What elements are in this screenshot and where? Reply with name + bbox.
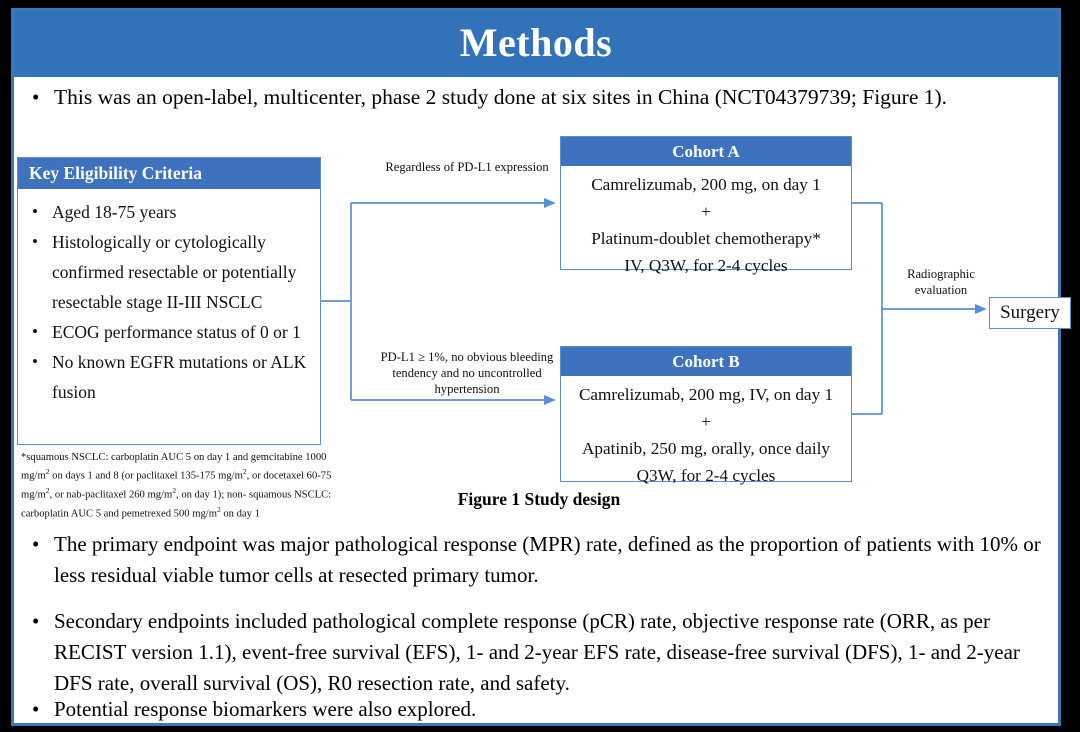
intro-bullet-text: This was an open-label, multicenter, pha… (54, 85, 948, 109)
footnote-sup: 2 (172, 485, 177, 495)
footnote-sup: 2 (45, 485, 50, 495)
arrow-label-bottom: PD-L1 ≥ 1%, no obvious bleeding tendency… (380, 350, 554, 396)
cohort-b-line2: Apatinib, 250 mg, orally, once daily (581, 439, 831, 458)
intro-bullet-row: • This was an open-label, multicenter, p… (32, 82, 1042, 113)
cohort-a-line2: Platinum-doublet chemotherapy* (591, 229, 821, 248)
slide-frame: Methods • This was an open-label, multic… (11, 8, 1071, 726)
footnote-sup: 2 (45, 467, 50, 477)
bullet-icon: • (32, 697, 40, 721)
endpoint-bullet-row: • The primary endpoint was major patholo… (32, 529, 1052, 591)
arrow-label-right: Radiographic evaluation (907, 267, 975, 297)
footnote-seg: paclitaxel 135-175 mg/m (136, 470, 243, 482)
endpoint-bullet-text: Secondary endpoints included pathologica… (54, 609, 1020, 695)
list-item: Histologically or cytologically confirme… (26, 227, 314, 317)
footnote-sup: 2 (242, 467, 247, 477)
bullet-icon: • (32, 85, 40, 109)
cohort-b-plus: + (701, 412, 711, 431)
endpoint-bullet-row: • Secondary endpoints included pathologi… (32, 606, 1052, 699)
arrow-label-top: Regardless of PD-L1 expression (385, 160, 549, 174)
cohort-a-body: Camrelizumab, 200 mg, on day 1 + Platinu… (561, 166, 851, 285)
cohort-a-line3: IV, Q3W, for 2-4 cycles (624, 256, 788, 275)
footnote-sup: 2 (216, 504, 221, 514)
chemotherapy-footnote: *squamous NSCLC: carboplatin AUC 5 on da… (21, 451, 351, 521)
diagram-connectors (321, 197, 987, 415)
endpoint-bullet-text: The primary endpoint was major pathologi… (54, 532, 1041, 587)
eligibility-header: Key Eligibility Criteria (18, 158, 320, 189)
footnote-seg: squamous NSCLC: carboplatin AUC 5 and pe… (21, 489, 332, 520)
footnote-seg: on day 1 (220, 508, 260, 520)
footnote-seg: , or nab-paclitaxel 260 mg/m (49, 489, 173, 501)
cohort-b-box: Cohort B Camrelizumab, 200 mg, IV, on da… (560, 346, 852, 485)
cohort-b-line3: Q3W, for 2-4 cycles (636, 466, 776, 485)
list-item: No known EGFR mutations or ALK fusion (26, 347, 314, 407)
eligibility-box: Key Eligibility Criteria Aged 18-75 year… (17, 157, 321, 445)
footnote-seg: on days 1 and 8 (or (49, 470, 134, 482)
bullet-icon: • (32, 532, 40, 556)
study-design-diagram: Key Eligibility Criteria Aged 18-75 year… (14, 119, 1071, 519)
footnote-seg: , on day 1); non- (176, 489, 247, 501)
cohort-a-box: Cohort A Camrelizumab, 200 mg, on day 1 … (560, 136, 852, 275)
cohort-a-line1: Camrelizumab, 200 mg, on day 1 (591, 175, 821, 194)
list-item: Aged 18-75 years (26, 197, 314, 227)
list-item: ECOG performance status of 0 or 1 (26, 317, 314, 347)
cohort-b-header: Cohort B (561, 347, 851, 376)
footnote-seg: , or docetaxel 60-75 mg/m (21, 470, 332, 501)
surgery-box: Surgery (989, 297, 1071, 329)
endpoint-bullet-text: Potential response biomarkers were also … (54, 697, 477, 721)
endpoint-bullet-row: • Potential response biomarkers were als… (32, 694, 732, 725)
cohort-a-header: Cohort A (561, 137, 851, 166)
figure-caption: Figure 1 Study design (457, 489, 621, 509)
bullet-icon: • (32, 609, 40, 633)
slide-title-bar: Methods (14, 11, 1058, 77)
cohort-b-line1: Camrelizumab, 200 mg, IV, on day 1 (578, 385, 834, 404)
cohort-b-body: Camrelizumab, 200 mg, IV, on day 1 + Apa… (561, 376, 851, 495)
surgery-label: Surgery (1000, 302, 1060, 323)
eligibility-list: Aged 18-75 years Histologically or cytol… (18, 189, 320, 407)
page-title: Methods (459, 20, 613, 65)
footnote-seg: *squamous NSCLC: carboplatin AUC 5 on da… (21, 452, 327, 482)
cohort-a-plus: + (701, 202, 711, 221)
